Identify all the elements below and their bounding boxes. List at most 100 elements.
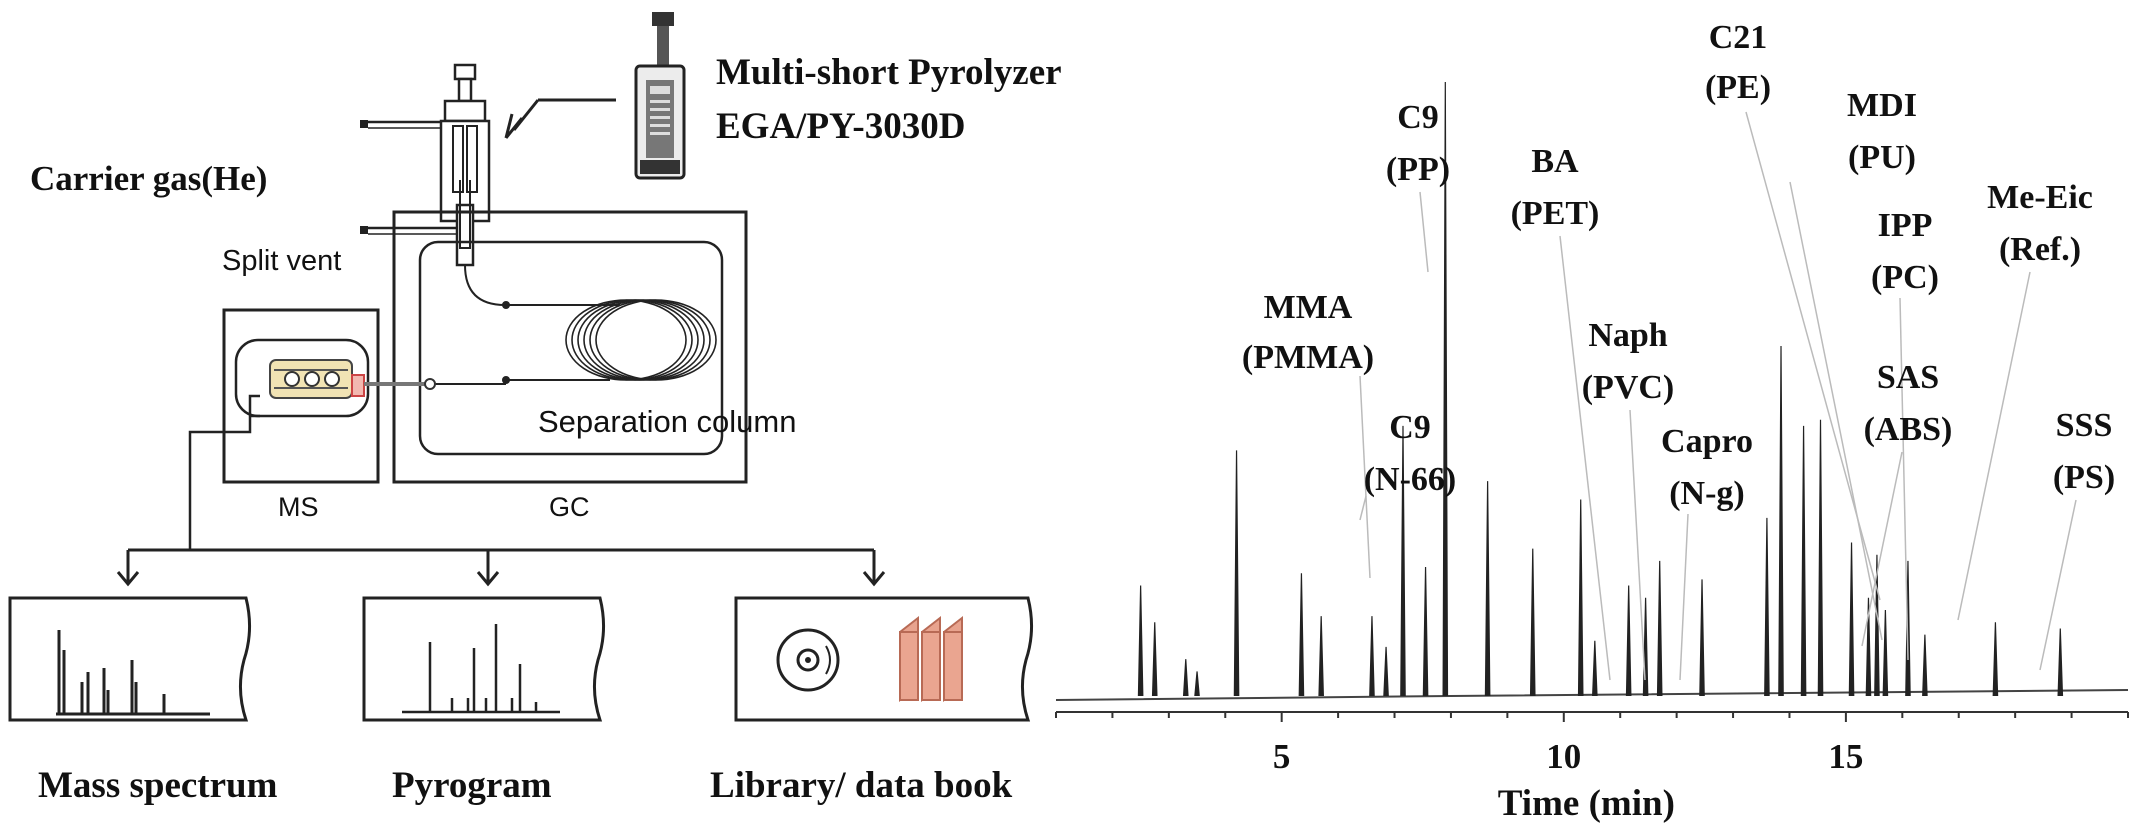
gc-label: GC — [549, 492, 590, 522]
chromatogram-peak — [1699, 579, 1705, 697]
chromatogram-peak — [1298, 573, 1305, 697]
carrier-gas-label: Carrier gas(He) — [30, 159, 267, 198]
pointer-arrow-icon — [504, 98, 616, 139]
chromatogram-peak — [1383, 646, 1389, 697]
chromatogram-peak — [1865, 597, 1872, 697]
library-label: Library/ data book — [710, 765, 1013, 806]
annotation-leader — [1899, 297, 1909, 661]
annotation-compound: Capro — [1661, 423, 1753, 460]
x-axis-ticks: 5 10 15 — [1055, 712, 2129, 776]
annotation-compound: SAS — [1877, 359, 1939, 396]
chromatogram-peak — [1592, 640, 1598, 697]
pyrogram-trace — [402, 624, 560, 714]
chromatogram-peak — [1992, 622, 1999, 697]
annotation-leader — [1861, 451, 1903, 647]
chromatogram-peak — [1817, 419, 1824, 697]
mass-spectrum-panel — [8, 596, 251, 722]
chromatogram-peak — [1874, 554, 1880, 697]
chromatogram-peak — [1369, 616, 1375, 697]
mass-spectrum-sticks — [56, 630, 210, 716]
chromatogram-peak — [1182, 659, 1189, 697]
annotation-compound: MMA — [1264, 289, 1353, 326]
annotation-leader — [2039, 499, 2077, 671]
split-vent-label: Split vent — [222, 245, 341, 277]
library-panel — [734, 596, 1033, 722]
annotation-compound: C21 — [1709, 19, 1768, 56]
ms-box — [222, 308, 380, 484]
annotation-leader — [1359, 375, 1371, 579]
chromatogram-peak — [1137, 585, 1144, 697]
ion-source-icon — [269, 359, 436, 399]
chromatogram-peak — [1625, 585, 1632, 697]
chromatogram-peak — [1922, 634, 1928, 697]
annotation-leader — [1359, 495, 1367, 521]
books-icon — [899, 615, 963, 703]
gc-oven-box — [392, 210, 748, 484]
x-tick-label: 15 — [1828, 737, 1863, 776]
chromatogram-peak — [1577, 499, 1584, 697]
annotation-polymer: (Ref.) — [1999, 231, 2081, 268]
annotation-leaders — [1359, 111, 2077, 681]
annotation-polymer: (N-66) — [1364, 461, 1457, 498]
annotation-polymer: (PET) — [1511, 195, 1600, 232]
annotation-compound: SSS — [2056, 407, 2113, 444]
carrier-gas-line — [360, 120, 441, 129]
annotation-polymer: (N-g) — [1669, 475, 1745, 512]
pyrogram-label: Pyrogram — [392, 765, 552, 806]
annotation-leader — [1419, 191, 1429, 273]
chromatogram-peaks — [1137, 81, 2064, 697]
chromatogram-peak — [1882, 610, 1889, 697]
chromatogram-baseline — [1055, 689, 2129, 701]
output-bracket — [116, 548, 886, 587]
annotation-polymer: (PP) — [1386, 151, 1450, 188]
chromatogram-peak — [1778, 346, 1784, 697]
pyrolyzer-injector — [439, 63, 491, 267]
chromatogram-peak — [2057, 628, 2064, 697]
chromatogram-peak — [1233, 450, 1240, 697]
ms-chamber — [234, 338, 370, 418]
annotation-polymer: (PMMA) — [1242, 339, 1374, 376]
pyrolyzer-model: EGA/PY-3030D — [716, 106, 965, 147]
x-tick-label: 10 — [1546, 737, 1581, 776]
chromatogram-peak — [1642, 597, 1649, 697]
chromatogram-peak — [1318, 616, 1324, 697]
annotation-polymer: (PU) — [1848, 139, 1916, 176]
split-vent-line — [360, 226, 457, 235]
annotation-compound: MDI — [1847, 87, 1917, 124]
annotation-polymer: (PC) — [1871, 259, 1939, 296]
annotation-leader — [1957, 271, 2031, 621]
chromatogram-peak — [1194, 671, 1200, 697]
x-tick-label: 5 — [1273, 737, 1291, 776]
annotation-polymer: (PVC) — [1582, 369, 1675, 406]
pyrogram-panel — [362, 596, 605, 722]
chromatogram-peak — [1151, 622, 1158, 697]
mass-spectrum-label: Mass spectrum — [38, 765, 278, 806]
chromatogram-peak — [1656, 560, 1663, 697]
chromatogram-peak — [1422, 567, 1429, 697]
chromatogram-peak — [1400, 425, 1406, 697]
chromatogram-peak — [1529, 548, 1536, 697]
annotation-leader — [1559, 235, 1611, 681]
chromatogram-peak — [1442, 81, 1449, 697]
chromatogram-peak — [1848, 542, 1855, 697]
ms-detector-line — [188, 394, 260, 550]
annotation-polymer: (ABS) — [1864, 411, 1953, 448]
separation-column-coil — [565, 299, 717, 381]
chromatogram-peak — [1484, 481, 1491, 697]
annotation-compound: IPP — [1878, 207, 1933, 244]
column-inlet-tube — [464, 264, 560, 306]
pyrolyzer-device-icon — [634, 12, 686, 180]
annotation-leader — [1679, 513, 1689, 681]
chromatogram-peak — [1800, 425, 1807, 697]
chromatogram-peak — [1764, 517, 1770, 697]
annotation-polymer: (PS) — [2053, 459, 2115, 496]
annotation-leader — [1629, 409, 1646, 681]
separation-column-label: Separation column — [538, 404, 797, 439]
peak-annotations: MMA(PMMA)C9(PP)C9(N-66)BA(PET)Naph(PVC)C… — [1242, 19, 2115, 512]
ms-label: MS — [278, 492, 319, 522]
x-axis-label: Time (min) — [1498, 783, 1675, 824]
annotation-compound: Me-Eic — [1987, 179, 2093, 216]
annotation-compound: C9 — [1397, 99, 1439, 136]
